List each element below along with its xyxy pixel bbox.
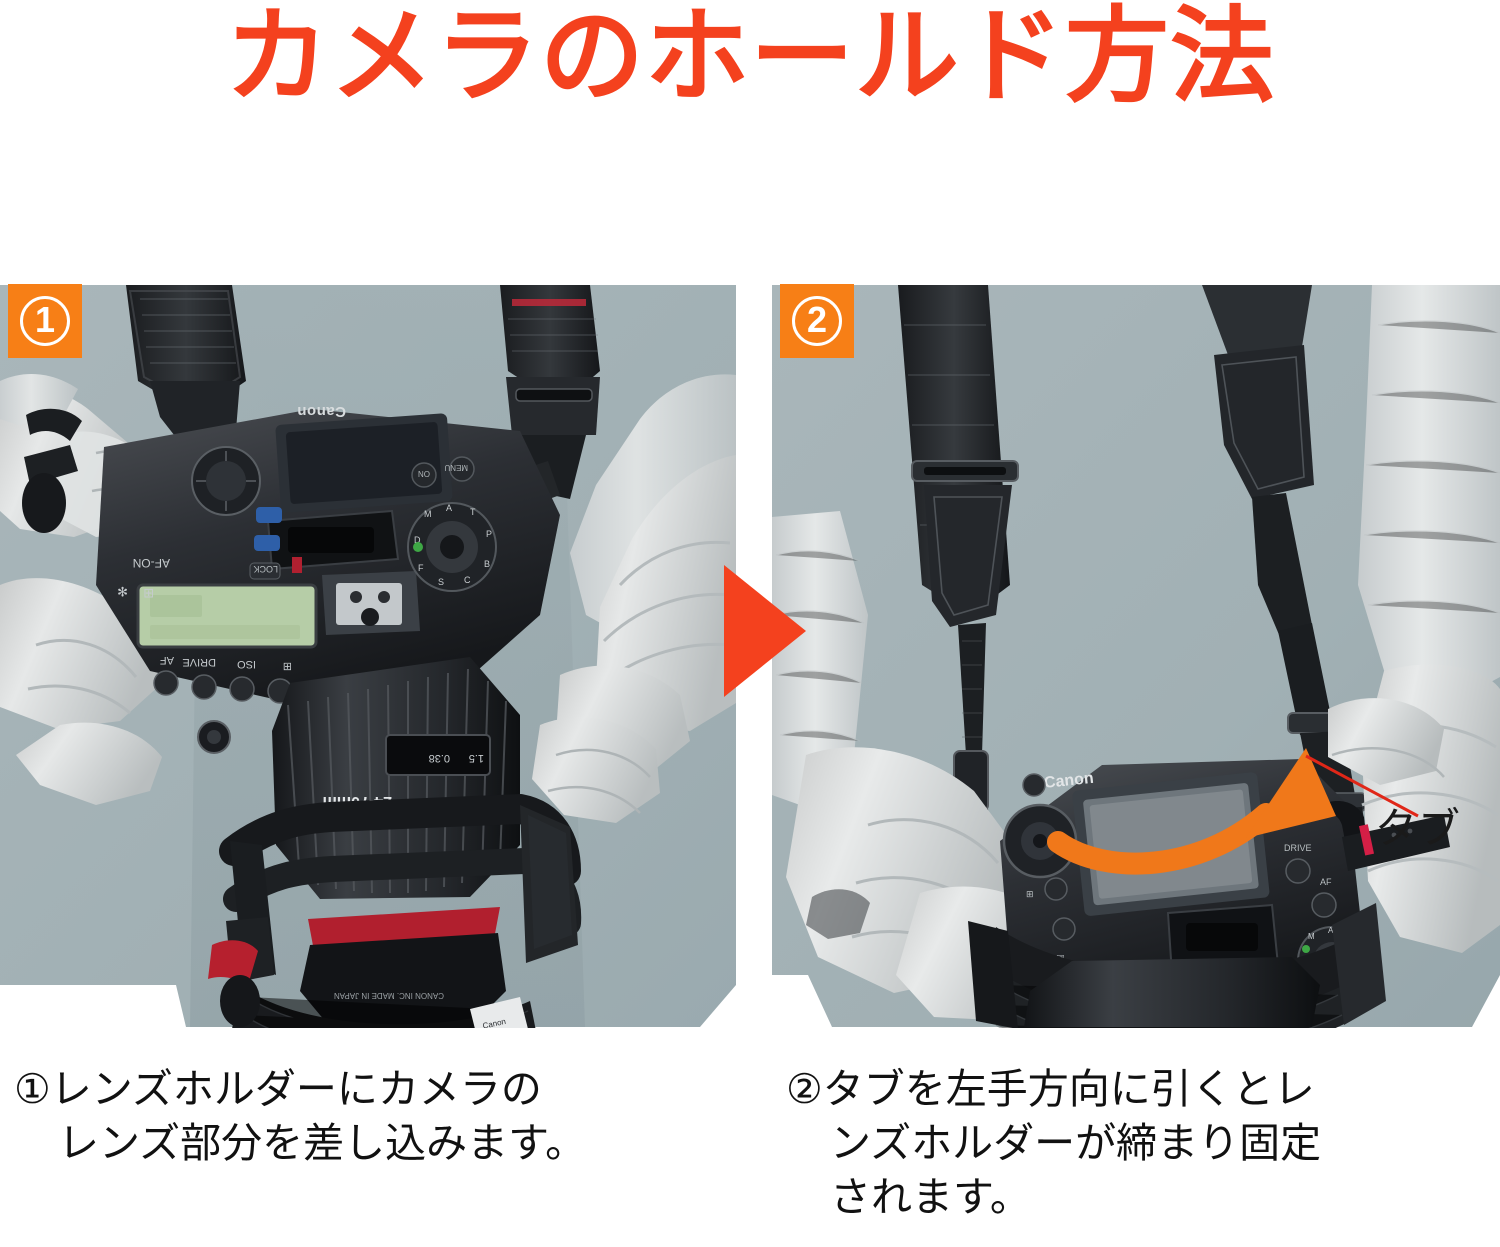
camera-brand-text: Canon [1043,770,1094,792]
svg-text:C: C [464,575,471,585]
svg-text:1.5: 1.5 [469,752,484,764]
svg-text:ISO: ISO [237,658,256,670]
step-1-photo: Canon M A T P B C S F D [0,285,736,1028]
caption-line: されます。 [830,1174,1031,1220]
svg-text:✻: ✻ [117,584,128,599]
svg-text:B: B [484,559,490,569]
step-1-badge: 1 [8,284,82,358]
caption-line: レンズ部分を差し込みます。 [58,1120,587,1166]
svg-text:⊞: ⊞ [283,660,292,672]
badge-ring [792,296,842,346]
svg-text:MENU: MENU [444,463,468,472]
svg-text:ON: ON [418,469,430,478]
svg-text:P: P [486,529,492,539]
step-2-caption: ②タブを左手方向に引くとレ ンズホルダーが締まり固定 されます。 [786,1062,1500,1224]
svg-text:M: M [1308,932,1315,941]
step-2-photo: Canon ⊞ ▣ DRIVE AF [772,285,1500,1028]
next-step-arrow-icon [724,565,806,697]
svg-text:A: A [1328,926,1334,935]
svg-text:F: F [418,563,424,573]
svg-text:A: A [446,503,452,513]
step-1-caption: ①レンズホルダーにカメラの レンズ部分を差し込みます。 [14,1062,734,1170]
svg-text:M: M [424,509,432,519]
pull-direction-arrow-icon [1047,748,1336,875]
svg-text:DRIVE: DRIVE [182,656,216,668]
caption-line: ①レンズホルダーにカメラの [14,1066,542,1112]
svg-text:AF: AF [160,654,174,666]
caption-line: ンズホルダーが締まり固定 [830,1120,1322,1166]
svg-text:⊞: ⊞ [143,586,154,601]
svg-text:CANON INC. MADE IN JAPAN: CANON INC. MADE IN JAPAN [334,991,444,1000]
svg-text:Canon: Canon [482,1017,507,1028]
svg-text:⊞: ⊞ [1026,889,1034,899]
svg-text:Canon: Canon [297,403,346,420]
badge-number: 2 [806,299,828,340]
svg-text:0.38: 0.38 [429,752,450,764]
badge-number: 1 [34,299,56,340]
svg-text:AF-ON: AF-ON [133,556,170,570]
caption-line: ②タブを左手方向に引くとレ [786,1066,1315,1112]
svg-text:AF: AF [1320,877,1332,887]
tab-leader-line [1305,754,1419,818]
badge-ring [20,296,70,346]
svg-text:DRIVE: DRIVE [1284,843,1312,853]
page-title: カメラのホールド方法 [224,0,1275,115]
step-2-badge: 2 [780,284,854,358]
tab-annotation-label: タブ [1375,805,1462,852]
svg-text:S: S [438,577,444,587]
svg-text:LOCK: LOCK [253,564,278,574]
svg-text:T: T [470,507,476,517]
svg-text:D: D [414,535,421,545]
